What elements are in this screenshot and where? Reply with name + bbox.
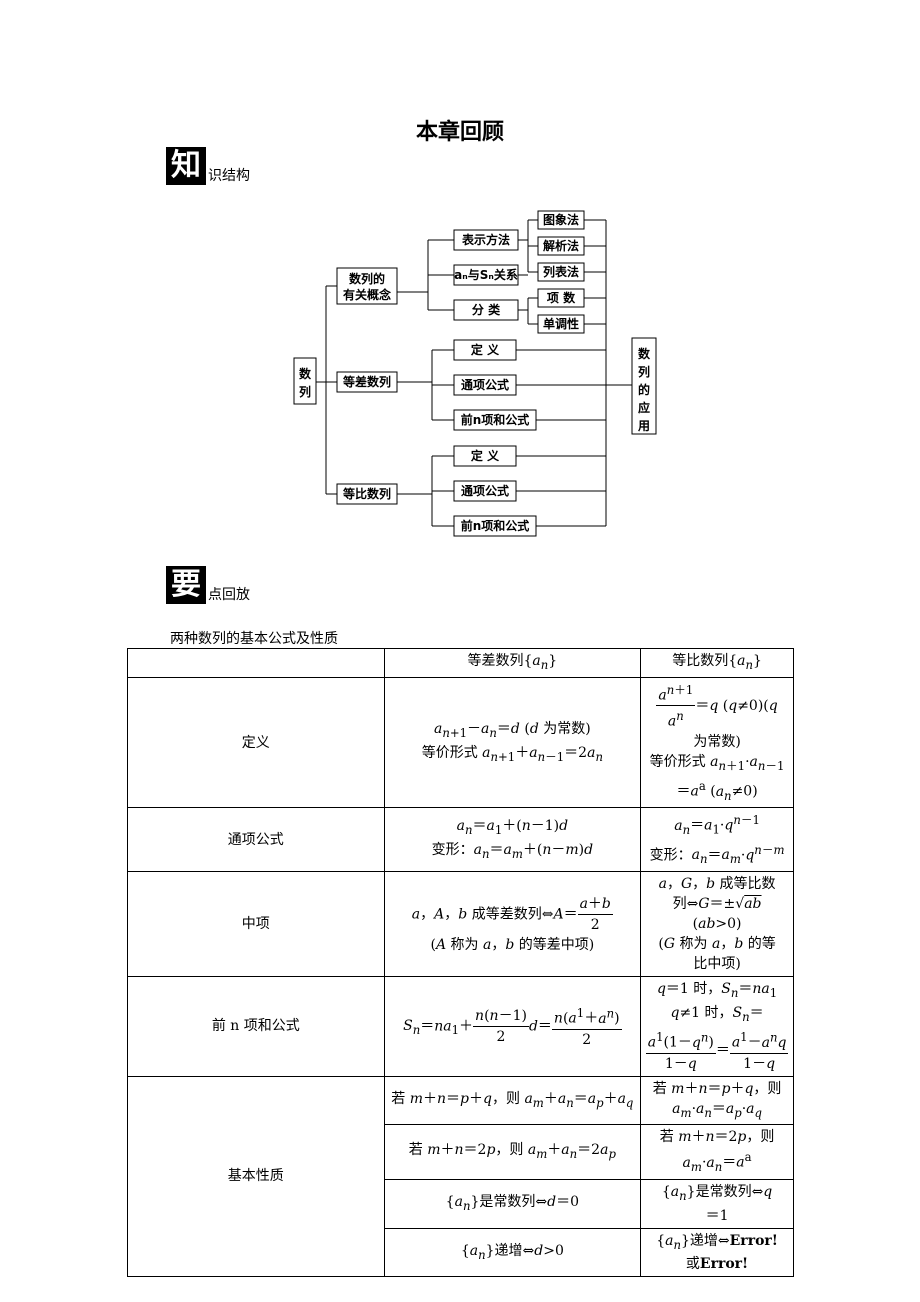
arith-property-4: {an}递增⇔d>0 (383, 1227, 642, 1278)
error-text: Error! (699, 1256, 749, 1273)
row-label: 通项公式 (127, 807, 385, 873)
diagram-classify: 分 类 (472, 302, 501, 317)
row-label: 定义 (127, 676, 385, 809)
page-title: 本章回顾 (415, 120, 504, 145)
diagram-app-3: 的 (638, 382, 650, 397)
header-geom: 等比数列{an} (640, 648, 794, 678)
section-knowledge-structure: 知识结构 (166, 147, 250, 185)
arith-property-3: {an}是常数列⇔d＝0 (383, 1178, 642, 1229)
diagram-method-2: 解析法 (543, 238, 579, 253)
diagram-arith: 等差数列 (342, 374, 391, 389)
table-caption: 两种数列的基本公式及性质 (170, 631, 338, 647)
arith-property-2: 若 m＋n＝2p，则 am＋an＝2ap (383, 1124, 642, 1180)
section-big-char: 知 (166, 147, 206, 185)
section-key-points: 要点回放 (166, 566, 250, 604)
diagram-geom-def: 定 义 (471, 448, 500, 463)
error-text: Error! (729, 1232, 778, 1249)
arith-property-1: 若 m＋n＝p＋q，则 am＋an＝ap＋aq (383, 1075, 642, 1126)
diagram-method-3: 列表法 (543, 264, 579, 279)
table-header-row: 等差数列{an} 等比数列{an} (127, 648, 794, 678)
geom-middle-term: a，G，b 成等比数列⇔G＝±√ab(ab>0)(G 称为 a，b 的等比中项) (640, 871, 794, 978)
diagram-geom-gen: 通项公式 (461, 483, 509, 498)
diagram-root-1: 数 (299, 366, 312, 381)
table-row: {an}是常数列⇔d＝0 {an}是常数列⇔q＝1 (128, 1178, 794, 1229)
diagram-represent: 表示方法 (461, 232, 510, 247)
arith-definition: an+1－an＝d (d 为常数)等价形式 an+1＋an－1＝2an (383, 676, 642, 809)
diagram-arith-sum: 前n项和公式 (461, 412, 530, 427)
diagram-root-2: 列 (299, 384, 311, 399)
diagram-geom: 等比数列 (342, 486, 391, 501)
diagram-concept-2: 有关概念 (343, 287, 391, 302)
diagram-concept-1: 数列的 (349, 271, 385, 286)
geom-property-3: {an}是常数列⇔q＝1 (640, 1178, 794, 1229)
section-rest-text: 识结构 (208, 168, 250, 184)
table-row: 基本性质 若 m＋n＝p＋q，则 am＋an＝ap＋aq 若 m＋n＝p＋q，则… (127, 1075, 794, 1278)
section-rest-text: 点回放 (208, 587, 250, 603)
diagram-class-2: 单调性 (543, 316, 579, 331)
table-row: {an}递增⇔d>0 {an}递增⇔Error!或Error! (128, 1227, 794, 1278)
diagram-app-1: 数 (638, 346, 651, 361)
diagram-method-1: 图象法 (543, 212, 579, 227)
diagram-geom-sum: 前n项和公式 (461, 518, 530, 533)
knowledge-structure-diagram: 数 列 数列的 有关概念 表示方法 aₙ与Sₙ关系 分 类 图象法 解析法 列表… (293, 210, 657, 537)
row-label: 前 n 项和公式 (127, 976, 385, 1077)
diagram-arith-gen: 通项公式 (461, 377, 509, 392)
header-empty (127, 648, 385, 678)
table-row: 定义 an+1－an＝d (d 为常数)等价形式 an+1＋an－1＝2an a… (127, 676, 794, 809)
diagram-app-5: 用 (637, 419, 650, 433)
section-big-char: 要 (166, 566, 206, 604)
diagram-arith-def: 定 义 (471, 342, 500, 357)
diagram-an-sn: aₙ与Sₙ关系 (454, 267, 518, 282)
row-label: 中项 (127, 871, 385, 978)
geom-property-4: {an}递增⇔Error!或Error! (640, 1227, 794, 1278)
diagram-app-2: 列 (638, 364, 650, 379)
row-label: 基本性质 (127, 1075, 385, 1278)
formula-table: 等差数列{an} 等比数列{an} 定义 an+1－an＝d (d 为常数)等价… (127, 648, 794, 1278)
diagram-app-4: 应 (638, 400, 650, 415)
diagram-class-1: 项 数 (547, 290, 576, 305)
header-arith: 等差数列{an} (383, 648, 642, 678)
